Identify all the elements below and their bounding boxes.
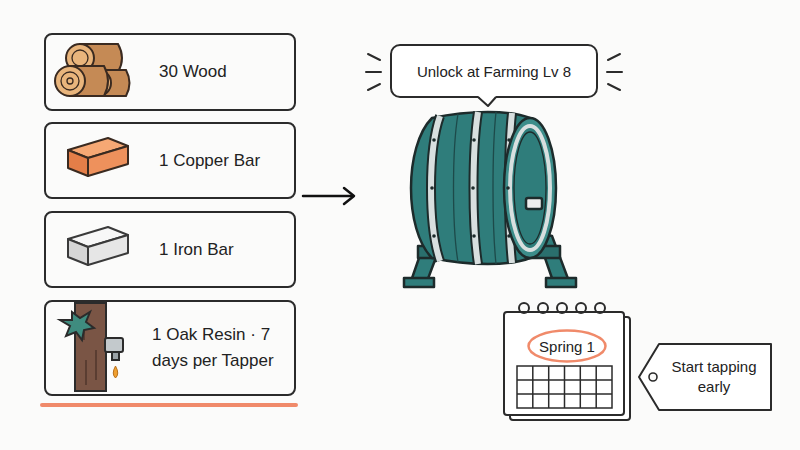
spigot (526, 198, 542, 209)
bar-front (68, 239, 88, 265)
copper-bar-icon (68, 138, 128, 176)
ring (595, 303, 605, 313)
rivet (432, 234, 436, 238)
stand-foot (404, 278, 434, 287)
date-circle: Spring 1 (527, 329, 607, 363)
log-end (55, 66, 85, 96)
iron-bar-icon (68, 227, 128, 265)
log-ring (72, 50, 88, 66)
tree-trunk (75, 303, 106, 391)
tapper-icon (60, 303, 123, 391)
craft-arrow (303, 188, 354, 204)
ingredient-box: 1 Copper Bar (44, 122, 296, 199)
stand-foot (546, 278, 576, 287)
keg-illustration (404, 112, 576, 287)
rivet (506, 186, 510, 190)
highlight-underline (40, 403, 298, 407)
end-rim (514, 132, 546, 244)
calendar-grid (517, 366, 612, 408)
rivet (507, 234, 511, 238)
bar-front (68, 150, 88, 176)
rivet (432, 138, 436, 142)
node-text: 1 Iron Bar (159, 237, 234, 263)
tag-hole (649, 373, 657, 381)
sparkle (608, 54, 620, 60)
ingredient-box: 30 Wood (44, 33, 296, 111)
ingredient-box: 1 Iron Bar (44, 211, 296, 288)
node-text: Start tapping early (663, 357, 765, 397)
barrel-end (504, 118, 556, 258)
grid-lines (517, 366, 612, 408)
barrel-staves (454, 112, 497, 264)
node-text: 1 Oak Resin · 7 days per Tapper (152, 322, 294, 374)
sparkle (368, 54, 380, 60)
grid-frame (517, 366, 612, 408)
rivet (471, 186, 475, 190)
tip-tag: Start tapping early (637, 342, 773, 412)
rivet (472, 234, 476, 238)
node-text: 30 Wood (159, 59, 227, 85)
ingredient-box: 1 Oak Resin · 7 days per Tapper (44, 300, 296, 396)
leaf (60, 312, 94, 340)
rivet (507, 138, 511, 142)
ring (576, 303, 586, 313)
hoop-outline (431, 116, 440, 261)
bar-side (88, 146, 128, 176)
calendar-illustration (504, 303, 630, 420)
barrel-hoop (431, 116, 440, 261)
end-hoop (510, 126, 550, 250)
arrow-shaft (303, 195, 353, 198)
bubble-tail (478, 97, 496, 106)
tag-outline (637, 342, 773, 412)
resin-drop (113, 366, 118, 378)
calendar-page (504, 312, 624, 415)
tag-outline (639, 344, 771, 410)
speech-bubble: Unlock at Farming Lv 8 (390, 44, 598, 98)
sparkle (608, 84, 620, 90)
node-text: Spring 1 (539, 338, 595, 355)
node-text: 1 Copper Bar (159, 148, 260, 174)
arrow-head (344, 188, 354, 204)
rivet (472, 138, 476, 142)
log-ring (61, 72, 79, 90)
sparkle (366, 71, 381, 73)
bar-side (88, 235, 128, 265)
ring (519, 303, 529, 313)
node-text: Unlock at Farming Lv 8 (417, 63, 571, 80)
wood-icon (55, 44, 130, 96)
sparkle (368, 84, 380, 90)
calendar-rings (519, 303, 605, 313)
tap-nozzle (112, 352, 119, 360)
date-ring (529, 331, 606, 362)
tap-spout (105, 338, 123, 352)
ring (557, 303, 567, 313)
ring (538, 303, 548, 313)
rivets (430, 138, 511, 238)
sparkle (607, 71, 622, 73)
log-ring (67, 78, 73, 84)
rivet (430, 186, 434, 190)
